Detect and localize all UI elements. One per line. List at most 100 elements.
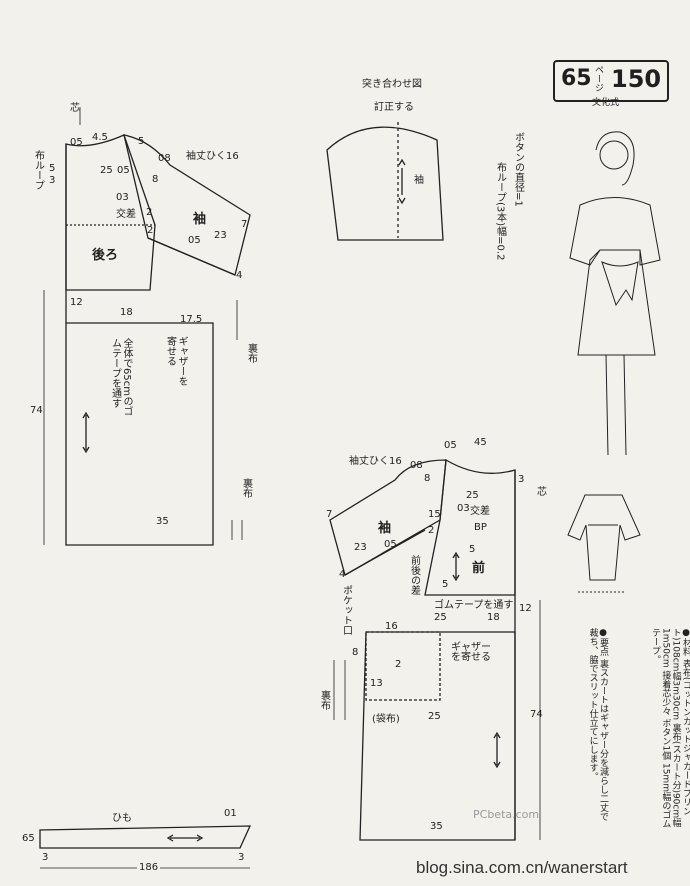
materials-note: ●材料 表布(コットンカットジャカードプリント)108cm幅3m30cm 裏布(… [649, 628, 690, 828]
back-dim: 3 [49, 175, 56, 186]
front-dim: 5 [469, 544, 476, 555]
figure-illustration [569, 131, 661, 456]
page-unit: ページ [593, 65, 603, 92]
front-dim: 23 [354, 542, 367, 553]
front-label: 前 [472, 561, 486, 576]
front-dim: 12 [519, 603, 532, 614]
front-dim: 8 [352, 647, 359, 658]
back-cross-label: 交差 [116, 209, 136, 220]
points-note: ●要点 裏スカートはギャザー分を減らし二丈で裁ち、脇でスリット仕立てにします。 [587, 628, 608, 821]
back-dim: 23 [214, 230, 227, 241]
fitting-diagram-title: 突き合わせ図 [362, 79, 422, 90]
back-dim: 2 [147, 225, 154, 236]
front-dim: 2 [428, 525, 435, 536]
back-dim: 12 [70, 297, 83, 308]
front-dim: 03 [457, 503, 470, 514]
front-dim: 15 [428, 509, 441, 520]
front-elastic-label: ゴムテープを通す [434, 600, 514, 611]
front-dim: 5 [442, 579, 449, 590]
back-dim: 25 [100, 165, 113, 176]
back-dim: 08 [158, 153, 171, 164]
front-dim: 13 [370, 678, 383, 689]
page-number: 65 [561, 66, 592, 91]
front-dim: 05 [384, 539, 397, 550]
front-dim: 25 [428, 711, 441, 722]
fitting-diagram-subtitle: 訂正する [374, 102, 414, 113]
front-lining-label: 裏布 [318, 690, 330, 710]
fitting-sleeve-outline [326, 126, 444, 241]
tie-label: ひも [112, 813, 132, 824]
tie-outline [39, 825, 252, 849]
pocket-opening-label: ポケット口 [340, 585, 352, 635]
tie-dim: 01 [224, 808, 237, 819]
back-cloth-loop: 布ループ [32, 150, 44, 190]
back-dim: 03 [116, 192, 129, 203]
tie-dim: 65 [22, 833, 35, 844]
button-note: ボタンの直径=1 [512, 132, 524, 207]
pattern-number: 150 [611, 65, 662, 93]
back-label: 後ろ [92, 248, 119, 263]
front-sleeve-length-note: 袖丈ひく16 [349, 456, 402, 467]
back-elastic-note: 全体で65cmのゴムテープを通す [109, 338, 133, 416]
back-dim: 7 [241, 219, 248, 230]
fitting-sleeve-label: 袖 [414, 175, 424, 186]
front-dim: 8 [424, 473, 431, 484]
pocket-cloth-label: (袋布) [372, 714, 400, 725]
front-dim: 25 [466, 490, 479, 501]
watermark: PCbeta.com [473, 808, 540, 821]
front-bp-label: BP [474, 522, 487, 533]
back-lining-label-2: 裏布 [240, 478, 252, 498]
blog-url: blog.sina.com.cn/wanerstart [416, 858, 628, 877]
back-lining-label-1: 裏布 [245, 343, 257, 363]
pocket-outline [365, 631, 441, 701]
front-back-difference: 前後の差 [408, 555, 420, 595]
front-dim: 2 [395, 659, 402, 670]
loop-note: 布ループ(3本)幅=0.2 [494, 162, 506, 261]
tie-dim: 3 [238, 852, 245, 863]
back-dim: 35 [156, 516, 169, 527]
page-badge: 65 ページ 150 [553, 60, 669, 102]
front-skirt-outline [359, 631, 516, 841]
front-dim: 08 [410, 460, 423, 471]
front-sleeve-label: 袖 [378, 521, 392, 536]
back-skirt-outline [65, 322, 214, 546]
front-cross-label: 交差 [470, 506, 490, 517]
back-dim: 17.5 [180, 314, 203, 325]
back-dim: 05 [188, 235, 201, 246]
back-view-sketch [567, 494, 641, 593]
front-dim: 16 [385, 621, 398, 632]
back-dim: 74 [30, 405, 43, 416]
back-dim: 4.5 [92, 132, 108, 143]
front-dim: 4 [339, 569, 346, 580]
back-dim: 4 [236, 270, 243, 281]
back-gather-note: ギャザーを寄せる [164, 336, 188, 386]
front-bodice-outline [424, 458, 516, 596]
front-dim: 7 [326, 509, 333, 520]
back-fold-label: 芯 [70, 103, 80, 114]
front-dim: 18 [487, 612, 500, 623]
publisher-style: 文化式 [592, 98, 620, 108]
back-bodice-outline [65, 134, 156, 291]
front-gather-label: ギャザーを寄せる [451, 642, 491, 663]
back-dim: 5 [49, 163, 56, 174]
back-sleeve-length-note: 袖丈ひく16 [186, 151, 239, 162]
back-sleeve-outline [123, 134, 251, 276]
front-dim: 35 [430, 821, 443, 832]
back-dim: 05 [117, 165, 130, 176]
front-dim: 74 [530, 709, 543, 720]
back-dim: 05 [70, 137, 83, 148]
front-dim: 05 [444, 440, 457, 451]
front-fold-label: 芯 [537, 487, 547, 498]
back-dim: 18 [120, 307, 133, 318]
front-dim: 25 [434, 612, 447, 623]
back-dim: 2 [146, 207, 153, 218]
back-dim: 5 [138, 136, 145, 147]
tie-dim: 186 [137, 862, 161, 873]
back-sleeve-label: 袖 [193, 212, 207, 227]
back-dim: 8 [152, 174, 159, 185]
front-dim: 45 [474, 437, 487, 448]
tie-dim: 3 [42, 852, 49, 863]
front-sleeve-outline [329, 459, 447, 576]
